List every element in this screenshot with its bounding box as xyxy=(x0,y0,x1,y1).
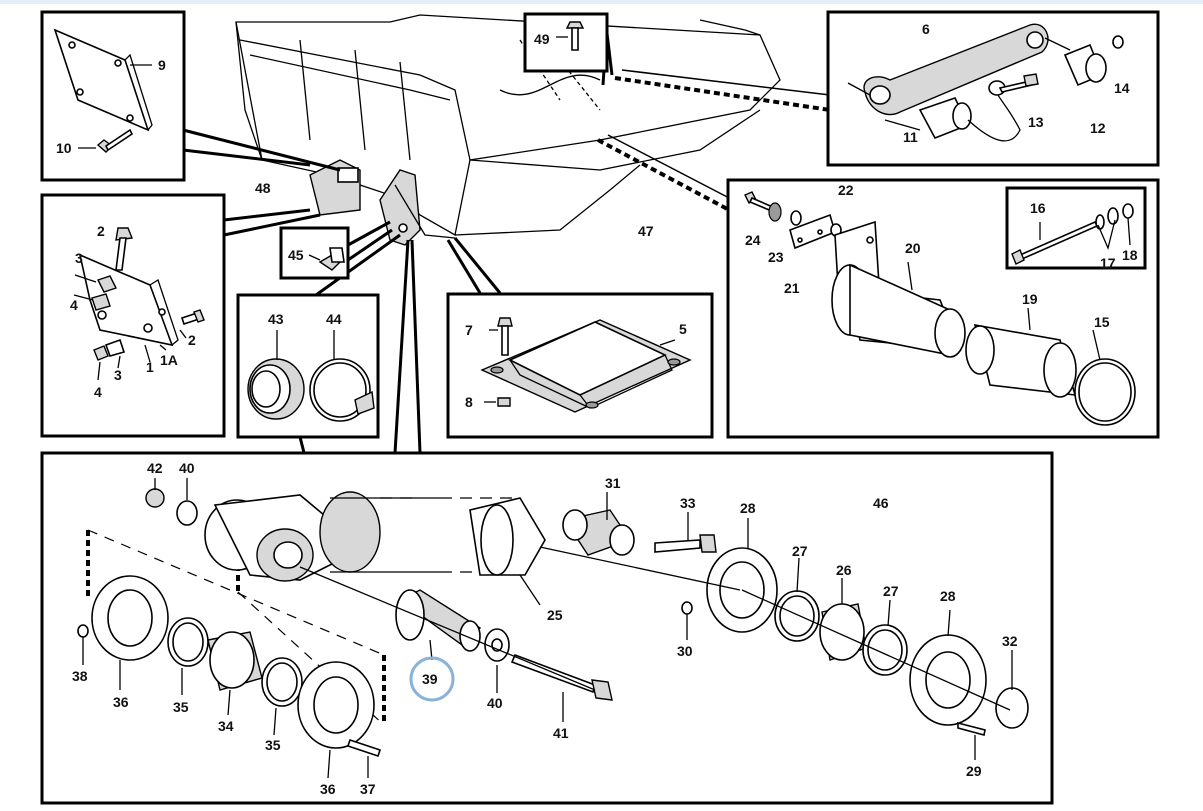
callout-37: 37 xyxy=(360,781,376,797)
callout-20: 20 xyxy=(905,240,921,256)
callout-49: 49 xyxy=(534,31,550,47)
callout-28-bottom: 28 xyxy=(940,588,956,604)
callout-44: 44 xyxy=(326,311,342,327)
callout-48: 48 xyxy=(255,180,271,196)
callout-6: 6 xyxy=(922,21,930,37)
callout-4-top: 4 xyxy=(70,297,78,313)
callout-40-bottom: 40 xyxy=(487,695,503,711)
callout-27-top: 27 xyxy=(792,543,808,559)
callout-3-top: 3 xyxy=(75,250,83,266)
box-link-arm-6-11-14 xyxy=(826,10,1160,167)
callout-34: 34 xyxy=(218,718,234,734)
callout-24: 24 xyxy=(745,232,761,248)
callout-41: 41 xyxy=(553,725,569,741)
callout-2-right: 2 xyxy=(188,332,196,348)
callout-5: 5 xyxy=(679,321,687,337)
callout-35-bottom: 35 xyxy=(265,737,281,753)
callout-17: 17 xyxy=(1100,255,1116,271)
box-bracket-1-4 xyxy=(40,193,226,438)
callout-38: 38 xyxy=(72,668,88,684)
callout-11: 11 xyxy=(903,129,918,145)
callout-36-bottom: 36 xyxy=(320,781,336,797)
box-bolt-49 xyxy=(523,12,609,73)
dump-body-illustration xyxy=(235,14,781,246)
box-plate-9-10 xyxy=(40,10,186,182)
callout-7: 7 xyxy=(465,322,473,338)
callout-14: 14 xyxy=(1114,80,1130,96)
callout-30: 30 xyxy=(677,643,693,659)
callout-35-top: 35 xyxy=(173,699,189,715)
callout-19: 19 xyxy=(1022,291,1038,307)
highlight-ring-part-39[interactable] xyxy=(409,656,455,702)
callout-18: 18 xyxy=(1122,247,1138,263)
callout-25: 25 xyxy=(547,607,563,623)
box-cylinder-assembly xyxy=(40,451,1054,805)
box-seals-43-44 xyxy=(236,293,380,439)
callout-23: 23 xyxy=(768,249,784,265)
callout-42: 42 xyxy=(147,460,163,476)
callout-43: 43 xyxy=(268,311,284,327)
callout-27-bottom: 27 xyxy=(883,583,899,599)
callout-labels: 9 10 49 6 14 13 12 11 48 47 45 2 3 4 2 1… xyxy=(56,21,1138,797)
box-pad-5-7-8 xyxy=(446,292,714,439)
callout-1A: 1A xyxy=(160,352,178,368)
callout-22: 22 xyxy=(838,182,854,198)
callout-32: 32 xyxy=(1002,633,1018,649)
callout-28-top: 28 xyxy=(740,500,756,516)
callout-39: 39 xyxy=(422,671,438,687)
box-pin-bushing-15-24 xyxy=(726,178,1160,439)
callout-1: 1 xyxy=(146,359,154,375)
callout-2-top: 2 xyxy=(97,223,105,239)
callout-31: 31 xyxy=(605,475,621,491)
leader-lines xyxy=(182,24,831,501)
callout-3-bottom: 3 xyxy=(114,367,122,383)
callout-12: 12 xyxy=(1090,120,1106,136)
callout-9: 9 xyxy=(158,57,166,73)
callout-21: 21 xyxy=(784,280,800,296)
box-grease-nipple-45 xyxy=(279,226,350,280)
callout-4-bottom: 4 xyxy=(94,384,102,400)
callout-36-top: 36 xyxy=(113,694,129,710)
callout-46: 46 xyxy=(873,495,889,511)
callout-15: 15 xyxy=(1094,314,1110,330)
callout-33: 33 xyxy=(680,495,696,511)
callout-10: 10 xyxy=(56,140,72,156)
callout-13: 13 xyxy=(1028,114,1044,130)
callout-16: 16 xyxy=(1030,200,1046,216)
callout-8: 8 xyxy=(465,394,473,410)
top-strip xyxy=(0,0,1203,4)
callout-29: 29 xyxy=(966,763,982,779)
callout-26: 26 xyxy=(836,562,852,578)
callout-47: 47 xyxy=(638,223,654,239)
callout-40-top: 40 xyxy=(179,460,195,476)
callout-45: 45 xyxy=(288,247,304,263)
